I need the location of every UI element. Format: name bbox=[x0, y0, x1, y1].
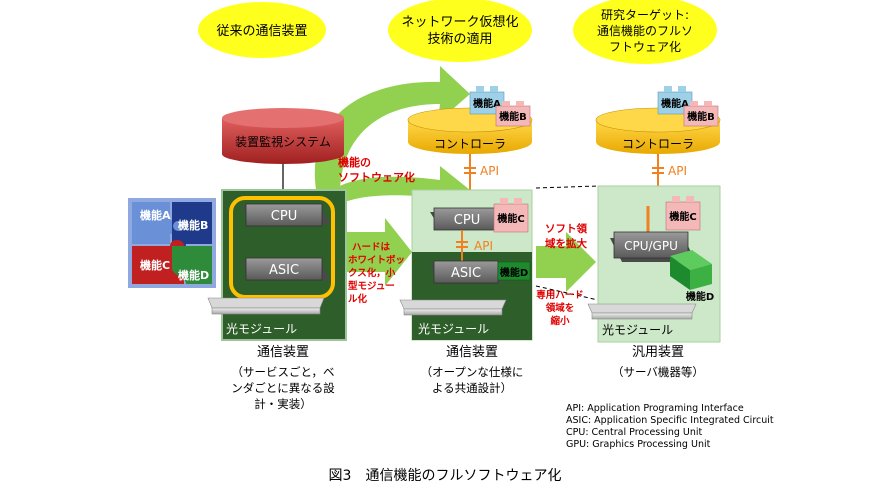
annotation-softwarization: 機能の ソフトウェア化 bbox=[338, 155, 415, 184]
left-asic-label: ASIC bbox=[269, 263, 299, 278]
middle-cpu-chip: CPU bbox=[430, 207, 506, 231]
left-caption-title: 通信装置 bbox=[257, 345, 309, 360]
right-function-d: 機能D bbox=[686, 290, 714, 303]
right-function-d-block: 機能D bbox=[670, 250, 714, 303]
left-optical-label: 光モジュール bbox=[226, 322, 297, 336]
header-research-target: 研究ターゲット: 通信機能のフルソ フトウェア化 bbox=[573, 0, 717, 64]
annotation-whitebox-line4: 型モジュー bbox=[348, 280, 395, 292]
header-conventional-text: 従来の通信装置 bbox=[216, 24, 307, 39]
middle-function-c: 機能C bbox=[497, 212, 524, 225]
middle-controller-label: コントローラ bbox=[434, 137, 506, 151]
function-puzzle: 機能A 機能B 機能C 機能D bbox=[128, 198, 216, 288]
annotation-whitebox-line2: ホワイトボッ bbox=[348, 254, 405, 266]
left-cpu-label: CPU bbox=[271, 209, 297, 224]
right-function-c-block: 機能C bbox=[665, 196, 701, 231]
right-cpu-gpu-label: CPU/GPU bbox=[624, 239, 678, 253]
legend-cpu: CPU: Central Processing Unit bbox=[566, 427, 703, 438]
annotation-whitebox-line5: ル化 bbox=[348, 293, 368, 305]
right-function-blocks-ab: 機能A 機能B bbox=[657, 86, 719, 127]
middle-optical-module bbox=[399, 299, 507, 316]
annotation-softwarization-line1: 機能の bbox=[338, 155, 371, 169]
middle-function-d-block: 機能D bbox=[497, 261, 531, 281]
monitoring-system: 装置監視システム bbox=[222, 108, 344, 164]
legend: API: Application Programing Interface AS… bbox=[566, 403, 774, 450]
right-optical-module bbox=[587, 303, 697, 320]
right-function-a: 機能A bbox=[661, 97, 689, 110]
annotation-shrink-line1: 専用ハード bbox=[536, 289, 584, 301]
annotation-expand: ソフト領 域を拡大 bbox=[545, 222, 587, 250]
legend-asic: ASIC: Application Specific Integrated Ci… bbox=[566, 415, 774, 426]
middle-function-a: 機能A bbox=[473, 97, 501, 110]
middle-caption-title: 通信装置 bbox=[446, 345, 498, 360]
puzzle-function-c: 機能C bbox=[140, 258, 170, 272]
puzzle-function-b: 機能B bbox=[178, 218, 208, 232]
left-caption-desc3: 計・実装） bbox=[254, 397, 312, 411]
middle-function-d: 機能D bbox=[500, 266, 528, 279]
right-caption-title: 汎用装置 bbox=[632, 345, 684, 360]
annotation-whitebox-line3: クス化，小 bbox=[348, 267, 396, 279]
left-asic-chip: ASIC bbox=[242, 257, 330, 281]
middle-caption-desc1: （オープンな仕様に bbox=[421, 365, 524, 379]
left-optical-module bbox=[207, 297, 325, 315]
right-function-b: 機能B bbox=[687, 110, 715, 123]
left-chip-frame bbox=[229, 196, 335, 299]
puzzle-function-d: 機能D bbox=[178, 268, 209, 282]
annotation-expand-line1: ソフト領 bbox=[545, 222, 587, 235]
middle-asic-chip: ASIC bbox=[430, 260, 504, 284]
expand-guide-bottom bbox=[535, 285, 599, 301]
annotation-shrink-line2: 領域を bbox=[546, 302, 575, 314]
expand-guide-top bbox=[535, 185, 599, 189]
annotation-shrink: 専用ハード 領域を 縮小 bbox=[536, 289, 584, 327]
header-virtualization-line1: ネットワーク仮想化 bbox=[401, 14, 518, 30]
middle-caption-desc2: よる共通設計） bbox=[432, 381, 512, 395]
right-controller-label: コントローラ bbox=[622, 137, 694, 151]
middle-api-top-label: API bbox=[480, 164, 499, 178]
middle-optical-label: 光モジュール bbox=[418, 322, 489, 336]
header-research-line2: 通信機能のフルソ bbox=[597, 23, 693, 38]
header-research-line3: フトウェア化 bbox=[609, 40, 681, 54]
middle-function-blocks-ab: 機能A 機能B bbox=[469, 86, 531, 127]
left-caption-desc1: （サービスごと，ベ bbox=[231, 365, 334, 379]
middle-cpu-label: CPU bbox=[454, 213, 480, 228]
header-conventional: 従来の通信装置 bbox=[198, 2, 326, 58]
left-caption-desc2: ンダごとに異なる設 bbox=[231, 381, 335, 395]
legend-gpu: GPU: Graphics Processing Unit bbox=[566, 439, 711, 450]
puzzle-function-a: 機能A bbox=[140, 208, 171, 222]
middle-function-b: 機能B bbox=[499, 110, 527, 123]
annotation-whitebox-line1: ハードは bbox=[352, 242, 391, 253]
right-function-c: 機能C bbox=[669, 210, 696, 223]
header-virtualization: ネットワーク仮想化 技術の適用 bbox=[388, 0, 532, 62]
softwarization-arrows bbox=[314, 66, 596, 292]
annotation-shrink-line3: 縮小 bbox=[550, 315, 570, 327]
legend-api: API: Application Programing Interface bbox=[566, 403, 744, 414]
middle-api-inner-label: API bbox=[474, 239, 493, 253]
middle-function-c-block: 機能C bbox=[493, 198, 529, 233]
middle-asic-label: ASIC bbox=[451, 266, 481, 281]
figure-caption: 図3 通信機能のフルソフトウェア化 bbox=[329, 468, 562, 484]
header-virtualization-line2: 技術の適用 bbox=[427, 31, 492, 47]
header-research-line1: 研究ターゲット: bbox=[601, 7, 689, 22]
annotation-softwarization-line2: ソフトウェア化 bbox=[338, 170, 415, 184]
right-optical-label: 光モジュール bbox=[602, 323, 673, 337]
monitoring-system-label: 装置監視システム bbox=[235, 134, 331, 149]
annotation-expand-line2: 域を拡大 bbox=[545, 237, 587, 250]
right-api-top-label: API bbox=[668, 164, 687, 178]
annotation-whitebox: ハードは ホワイトボッ クス化，小 型モジュー ル化 bbox=[348, 242, 405, 305]
right-caption-desc1: （サーバ機器等） bbox=[612, 365, 704, 379]
left-cpu-chip: CPU bbox=[242, 203, 330, 227]
